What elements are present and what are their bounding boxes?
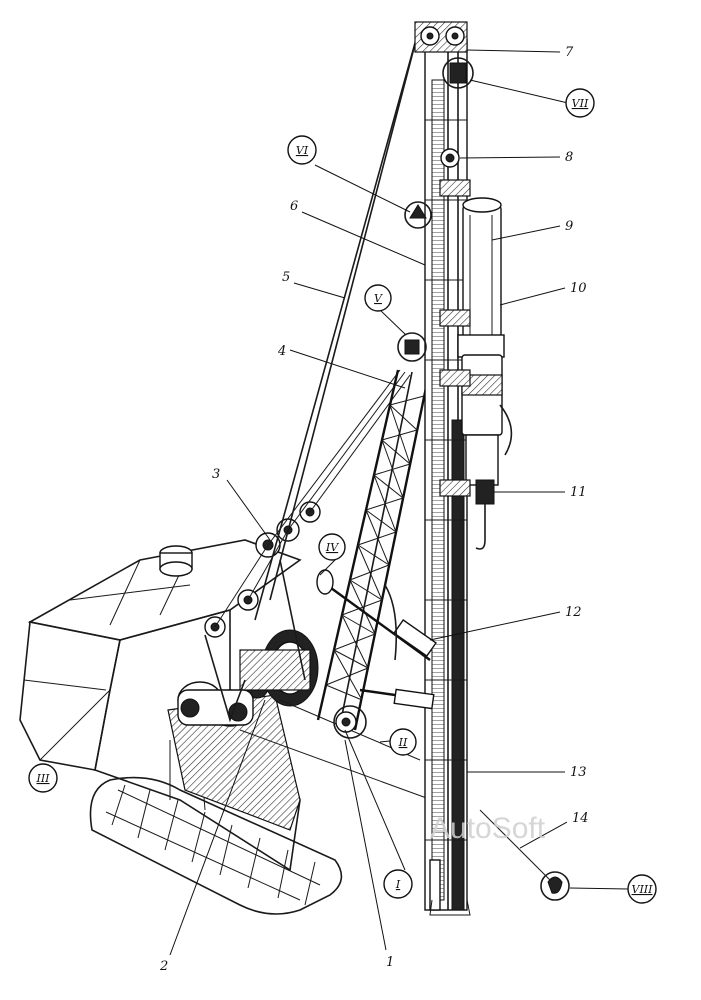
detail-label-i: I bbox=[395, 878, 401, 891]
callout-14: 14 bbox=[572, 811, 589, 826]
callout-4: 4 bbox=[277, 344, 286, 359]
detail-bubble-iv bbox=[318, 533, 346, 561]
mast-leader bbox=[414, 21, 471, 916]
detail-bubble-v bbox=[364, 284, 392, 312]
leader-lines bbox=[169, 49, 629, 956]
number-callouts: 1 2 3 4 5 6 7 8 9 10 11 12 13 14 bbox=[159, 45, 589, 974]
winch-drums bbox=[177, 501, 321, 727]
callout-7: 7 bbox=[565, 45, 574, 60]
detail-bubble-iii bbox=[28, 763, 58, 793]
detail-bubble-i bbox=[383, 869, 413, 899]
callout-10: 10 bbox=[570, 281, 587, 296]
detail-bubble-vi bbox=[287, 135, 317, 165]
detail-label-ii: II bbox=[398, 736, 408, 749]
detail-label-iv: IV bbox=[325, 541, 339, 554]
detail-label-v: V bbox=[374, 292, 383, 305]
detail-bubbles: VI V VII IV II III I VIII bbox=[28, 88, 657, 904]
callout-1: 1 bbox=[386, 955, 394, 970]
detail-bubble-viii bbox=[627, 874, 657, 904]
callout-3: 3 bbox=[212, 467, 220, 482]
detail-bubble-ii bbox=[389, 728, 417, 756]
callout-8: 8 bbox=[565, 150, 573, 165]
detail-bubble-vii bbox=[565, 88, 595, 118]
diesel-hammer bbox=[439, 179, 513, 550]
callout-11: 11 bbox=[570, 485, 587, 500]
watermark-text: AutoSoft bbox=[430, 812, 546, 845]
detail-markers bbox=[333, 57, 570, 901]
detail-label-viii: VIII bbox=[632, 883, 654, 896]
callout-13: 13 bbox=[570, 765, 587, 780]
callout-5: 5 bbox=[282, 270, 290, 285]
detail-label-vi: VI bbox=[296, 144, 309, 157]
machine-body bbox=[19, 539, 302, 872]
callout-2: 2 bbox=[159, 959, 168, 974]
crawler-track bbox=[89, 776, 343, 915]
detail-label-vii: VII bbox=[572, 97, 589, 110]
callout-12: 12 bbox=[565, 605, 582, 620]
lattice-boom bbox=[316, 369, 430, 733]
callout-9: 9 bbox=[565, 219, 573, 234]
detail-label-iii: III bbox=[35, 772, 50, 785]
cables bbox=[204, 24, 556, 886]
callout-6: 6 bbox=[290, 199, 298, 214]
hydraulic-struts bbox=[316, 569, 437, 710]
